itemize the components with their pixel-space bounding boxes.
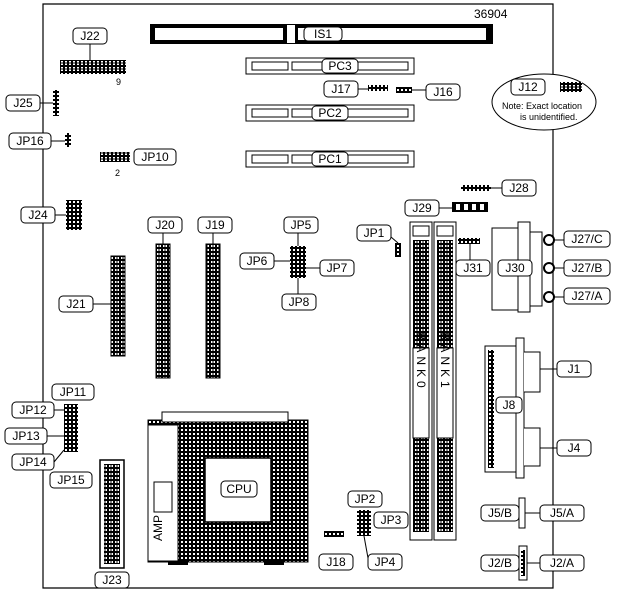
jp10-jumper: JP10 2 — [100, 148, 177, 178]
svg-text:JP13: JP13 — [12, 429, 40, 443]
j1-label: J1 — [540, 360, 592, 378]
svg-text:JP12: JP12 — [19, 403, 47, 417]
svg-text:2: 2 — [115, 168, 120, 178]
svg-text:J12: J12 — [518, 80, 538, 94]
j20-connector: J20 — [147, 216, 183, 379]
jp1-jumper: JP1 — [356, 224, 401, 257]
j27c-label: J27/C — [554, 230, 611, 248]
cpu-socket: AMP CPU — [147, 411, 309, 565]
bank0-slot: BANK0 — [409, 221, 433, 541]
svg-text:J22: J22 — [80, 29, 100, 43]
j12-note: J12 Note: Exact location is unidentified… — [491, 73, 597, 131]
svg-text:J31: J31 — [463, 261, 483, 275]
svg-text:J4: J4 — [568, 441, 581, 455]
svg-text:JP7: JP7 — [327, 261, 348, 275]
j28-connector: J28 — [461, 179, 537, 197]
jp2-4-cluster: JP2 JP3 JP4 — [347, 490, 409, 571]
j24-connector: J24 — [20, 200, 82, 230]
j19-connector: J19 — [197, 216, 233, 379]
svg-text:J1: J1 — [568, 362, 581, 376]
svg-text:J5/B: J5/B — [488, 506, 512, 520]
svg-text:J20: J20 — [155, 218, 175, 232]
svg-text:JP10: JP10 — [141, 150, 169, 164]
svg-text:J27/A: J27/A — [572, 289, 603, 303]
svg-text:is unidentified.: is unidentified. — [520, 112, 578, 122]
svg-text:JP1: JP1 — [364, 226, 385, 240]
svg-text:JP14: JP14 — [19, 455, 47, 469]
pc1-slot: PC1 — [245, 150, 415, 168]
svg-text:J25: J25 — [13, 96, 33, 110]
j21-connector: J21 — [58, 255, 126, 357]
svg-text:JP4: JP4 — [375, 555, 396, 569]
svg-text:J30: J30 — [505, 261, 525, 275]
svg-text:J21: J21 — [66, 297, 86, 311]
j16-connector: J16 — [396, 83, 461, 101]
svg-text:JP2: JP2 — [355, 492, 376, 506]
svg-text:PC2: PC2 — [318, 106, 342, 120]
jp16-jumper: JP16 — [8, 132, 71, 150]
svg-text:J17: J17 — [331, 82, 351, 96]
svg-text:CPU: CPU — [226, 482, 251, 496]
j17-connector: J17 — [323, 80, 388, 98]
svg-text:BANK1: BANK1 — [438, 332, 452, 391]
jp11-15-cluster: JP11 JP12 JP13 JP14 JP15 — [4, 383, 95, 489]
j2-connector: J2/B J2/A — [480, 545, 585, 581]
svg-text:J24: J24 — [28, 208, 48, 222]
svg-text:Note: Exact location: Note: Exact location — [502, 101, 582, 111]
j23-connector: J23 — [94, 459, 130, 589]
j18-connector: J18 — [318, 531, 354, 571]
j30-connector: J30 — [491, 221, 555, 313]
svg-text:JP11: JP11 — [60, 385, 87, 399]
pc3-slot: PC3 — [245, 57, 415, 75]
svg-text:J27/B: J27/B — [572, 261, 603, 275]
j25-connector: J25 — [5, 90, 59, 116]
pc2-slot: PC2 — [245, 104, 415, 122]
svg-text:J18: J18 — [326, 555, 346, 569]
svg-text:J2/A: J2/A — [550, 556, 574, 570]
svg-text:J28: J28 — [509, 181, 529, 195]
svg-text:J29: J29 — [412, 201, 432, 215]
svg-text:J2/B: J2/B — [488, 556, 512, 570]
svg-text:IS1: IS1 — [314, 27, 332, 41]
svg-text:J23: J23 — [102, 573, 122, 587]
svg-text:JP5: JP5 — [291, 218, 312, 232]
svg-text:PC3: PC3 — [328, 59, 352, 73]
svg-text:J8: J8 — [503, 398, 516, 412]
is1-label: IS1 — [303, 26, 343, 42]
svg-text:AMP: AMP — [151, 515, 165, 541]
svg-text:JP15: JP15 — [57, 473, 85, 487]
svg-text:JP8: JP8 — [289, 295, 310, 309]
j29-connector: J29 — [404, 199, 488, 217]
svg-text:BANK0: BANK0 — [414, 332, 428, 391]
svg-text:9: 9 — [116, 77, 121, 87]
jp5-8-cluster: JP5 JP6 JP7 JP8 — [239, 216, 355, 311]
svg-text:J27/C: J27/C — [571, 232, 603, 246]
j8-connector: J8 — [484, 337, 541, 479]
j5-connector: J5/B J5/A — [480, 497, 585, 529]
j22-connector: J22 9 — [60, 27, 126, 87]
svg-text:JP16: JP16 — [16, 134, 44, 148]
j31-connector: J31 — [455, 238, 491, 277]
svg-text:J19: J19 — [205, 218, 225, 232]
svg-text:JP6: JP6 — [247, 254, 268, 268]
svg-text:J5/A: J5/A — [550, 506, 574, 520]
svg-text:PC1: PC1 — [318, 152, 342, 166]
board-id: 36904 — [474, 7, 508, 21]
svg-text:J16: J16 — [433, 85, 453, 99]
j27a-label: J27/A — [554, 287, 611, 305]
j4-label: J4 — [540, 439, 592, 457]
svg-text:JP3: JP3 — [381, 513, 402, 527]
bank1-slot: BANK1 — [433, 221, 457, 541]
j27b-label: J27/B — [554, 259, 611, 277]
